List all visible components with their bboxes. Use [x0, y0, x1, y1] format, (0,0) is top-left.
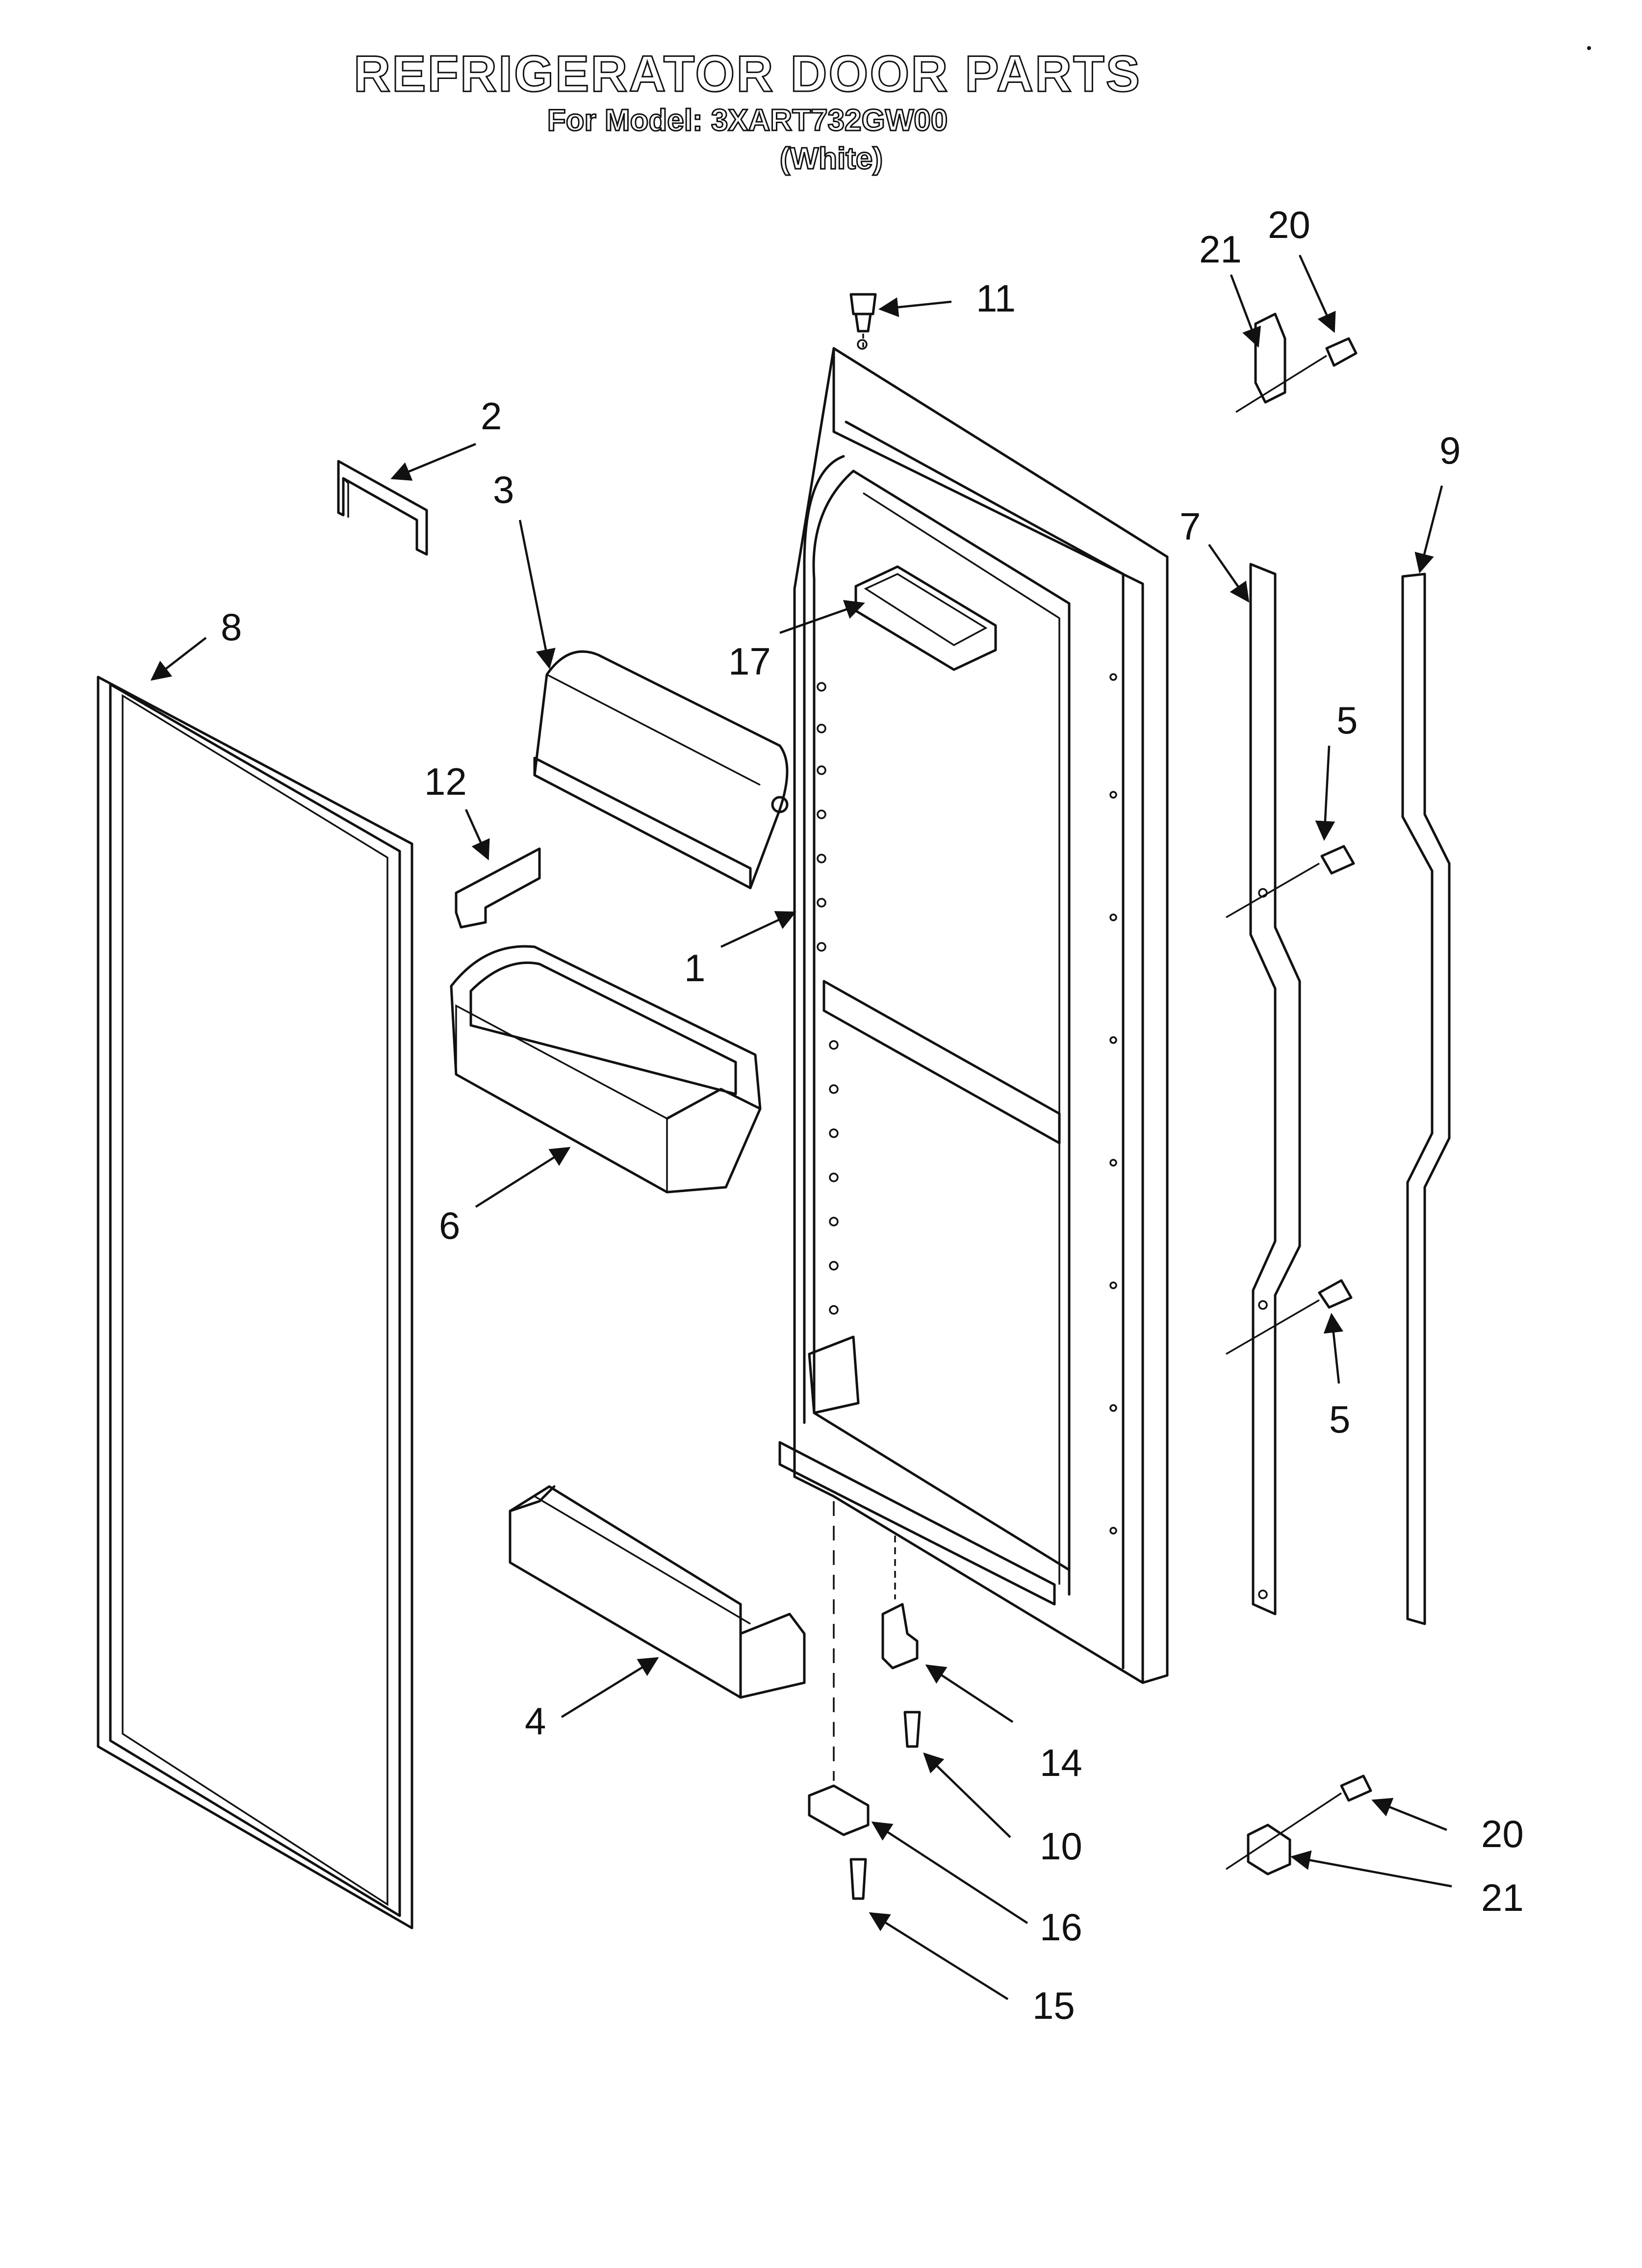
callout-10: 10	[1040, 1825, 1082, 1868]
model-number: For Model: 3XART732GW00	[546, 103, 948, 138]
callout-3: 3	[493, 468, 514, 511]
arrow-6	[475, 1147, 571, 1208]
color-variant: (White)	[779, 141, 883, 177]
corner-mark	[1587, 46, 1591, 50]
part-8-door-gasket	[97, 676, 413, 1929]
arrow-8	[150, 637, 207, 681]
part-15-screw	[849, 1858, 867, 1900]
part-5-screw-lower	[1226, 1279, 1353, 1355]
arrow-9	[1414, 485, 1443, 574]
arrow-2	[390, 443, 476, 481]
part-5-screw-upper	[1226, 845, 1355, 918]
arrow-7	[1208, 544, 1250, 603]
arrow-16	[871, 1821, 1028, 1924]
part-16-bracket	[808, 1501, 870, 1836]
part-2-clip	[337, 460, 428, 556]
arrow-14	[925, 1664, 1014, 1723]
arrow-11	[878, 297, 952, 317]
arrow-15	[869, 1912, 1009, 2000]
part-10-screw	[903, 1711, 921, 1748]
part-6-dairy-bin	[450, 945, 762, 1194]
callout-16: 16	[1040, 1905, 1082, 1949]
arrow-3	[518, 520, 556, 669]
part-20-screw-bottom	[1226, 1774, 1372, 1870]
callout-7: 7	[1180, 505, 1201, 548]
callout-21-bottom: 21	[1481, 1876, 1524, 1919]
callout-21-top: 21	[1199, 228, 1242, 271]
part-3-dairy-door	[533, 650, 789, 889]
callout-5-lower: 5	[1329, 1398, 1350, 1441]
arrow-1	[720, 911, 796, 948]
arrow-5-upper	[1315, 745, 1335, 841]
callout-17: 17	[728, 640, 771, 683]
arrow-5-lower	[1323, 1312, 1344, 1384]
callout-2: 2	[481, 394, 502, 438]
part-4-door-bin	[509, 1485, 806, 1699]
callout-20-bottom: 20	[1481, 1812, 1524, 1855]
callout-1: 1	[684, 946, 705, 990]
part-1-door-liner	[778, 339, 1169, 1684]
callout-5-upper: 5	[1336, 699, 1358, 742]
part-14-lower-hinge	[881, 1536, 919, 1669]
arrow-4	[561, 1657, 659, 1718]
callout-6: 6	[439, 1204, 460, 1247]
callout-11: 11	[976, 277, 1016, 320]
arrow-21-top	[1230, 274, 1261, 348]
callout-14: 14	[1040, 1741, 1082, 1784]
callout-12: 12	[424, 760, 467, 803]
part-9-breaker-strip	[1401, 573, 1451, 1625]
part-21-hinge-cap-bottom	[1247, 1824, 1291, 1876]
arrow-20-bottom	[1371, 1798, 1447, 1831]
callout-8: 8	[221, 605, 242, 649]
arrow-12	[464, 809, 490, 860]
arrow-21-bottom	[1290, 1850, 1452, 1888]
part-12-bracket	[455, 847, 541, 929]
part-7-trim-strip	[1249, 563, 1301, 1616]
callout-20-top: 20	[1268, 203, 1310, 246]
arrow-20-top	[1298, 255, 1336, 333]
arrow-17	[779, 600, 865, 634]
callout-9: 9	[1439, 429, 1461, 472]
part-17-top-bin	[854, 565, 997, 671]
arrow-10	[923, 1752, 1011, 1838]
part-20-screw-top	[1235, 337, 1358, 413]
callout-15: 15	[1032, 1984, 1075, 2027]
callout-4: 4	[525, 1699, 546, 1743]
diagram-title: REFRIGERATOR DOOR PARTS	[353, 45, 1141, 104]
part-11-hinge-pin	[849, 293, 877, 348]
part-21-hinge-cap-top	[1254, 313, 1286, 404]
